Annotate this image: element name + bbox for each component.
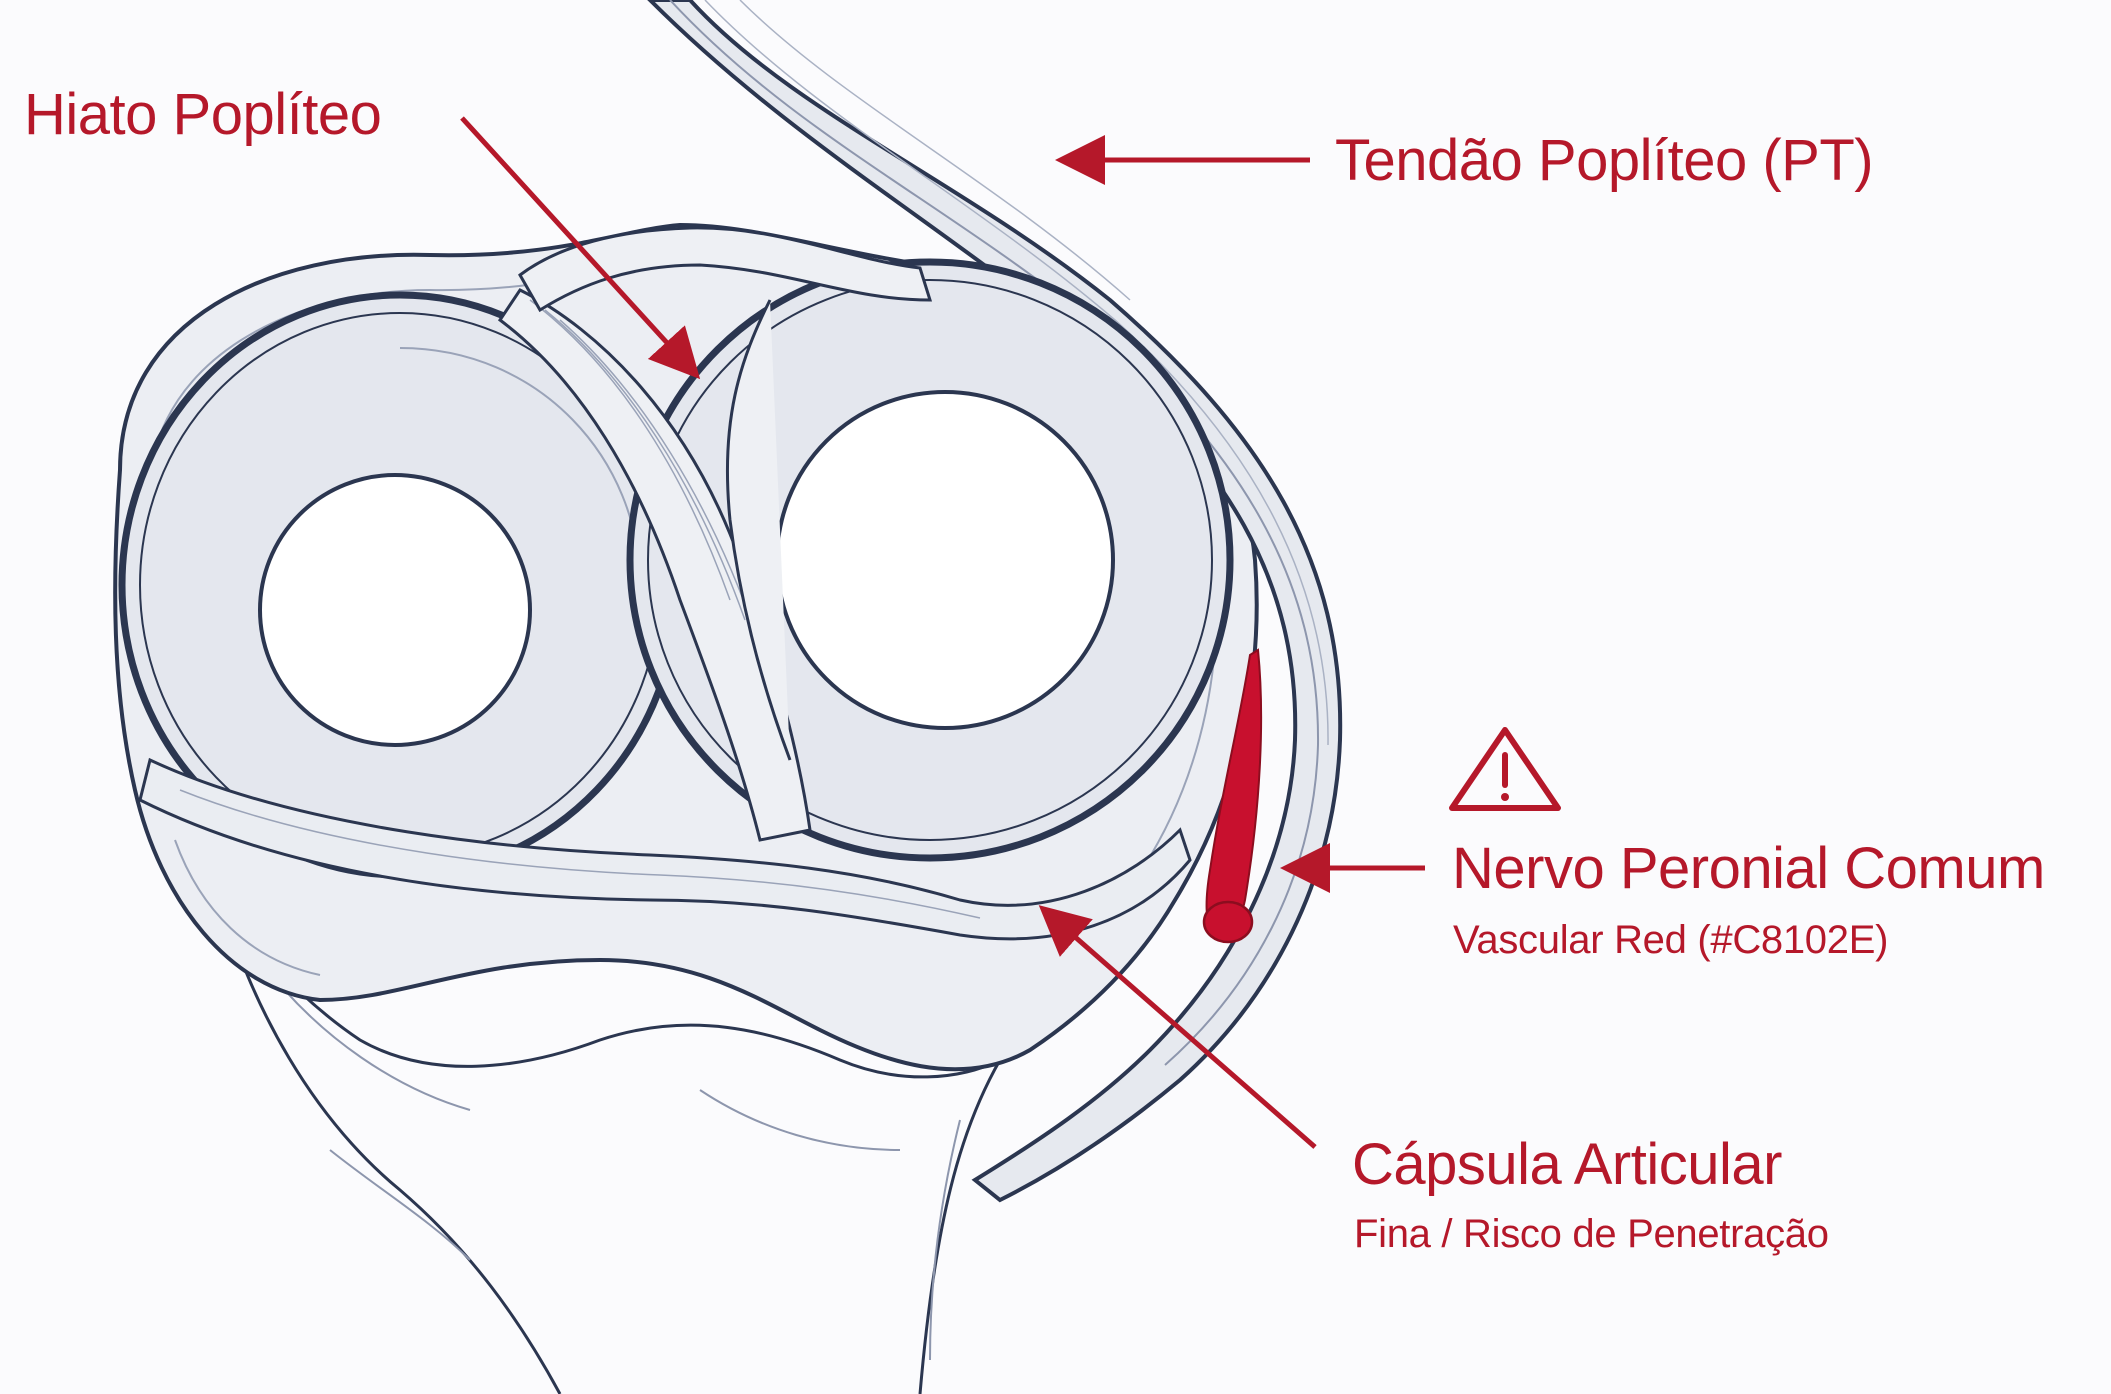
label-hiato-popliteo: Hiato Poplíteo: [24, 86, 381, 144]
label-capsula-articular-sub: Fina / Risco de Penetração: [1354, 1214, 1829, 1254]
label-nervo-peronial: Nervo Peronial Comum: [1452, 840, 2045, 898]
warning-triangle-icon: [1452, 730, 1558, 808]
label-capsula-articular: Cápsula Articular: [1352, 1136, 1782, 1194]
label-nervo-peronial-sub: Vascular Red (#C8102E): [1453, 920, 1888, 960]
label-tendao-popliteo: Tendão Poplíteo (PT): [1335, 132, 1873, 190]
